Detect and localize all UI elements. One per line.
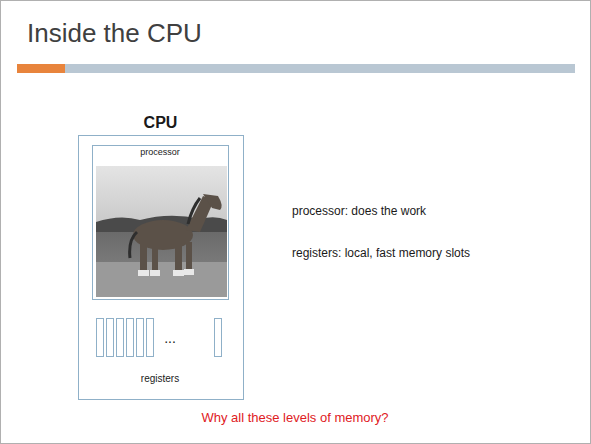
cpu-box: CPUprocessor bbox=[78, 135, 244, 400]
ellipsis: ... bbox=[164, 330, 176, 346]
box-heading: CPU bbox=[144, 114, 178, 132]
accent-bar bbox=[17, 64, 65, 73]
part-name: registers bbox=[141, 373, 179, 384]
processor-box: processor bbox=[92, 145, 229, 300]
note: registers: local, fast memory slots bbox=[292, 246, 470, 260]
title-rule bbox=[65, 64, 575, 73]
register-slots bbox=[97, 319, 222, 357]
box-label: processor bbox=[140, 147, 180, 157]
slide-title: Inside the CPU bbox=[27, 18, 202, 49]
horse-photo bbox=[96, 166, 227, 297]
question-note: Why all these levels of memory? bbox=[201, 410, 388, 425]
note: processor: does the work bbox=[292, 204, 426, 218]
